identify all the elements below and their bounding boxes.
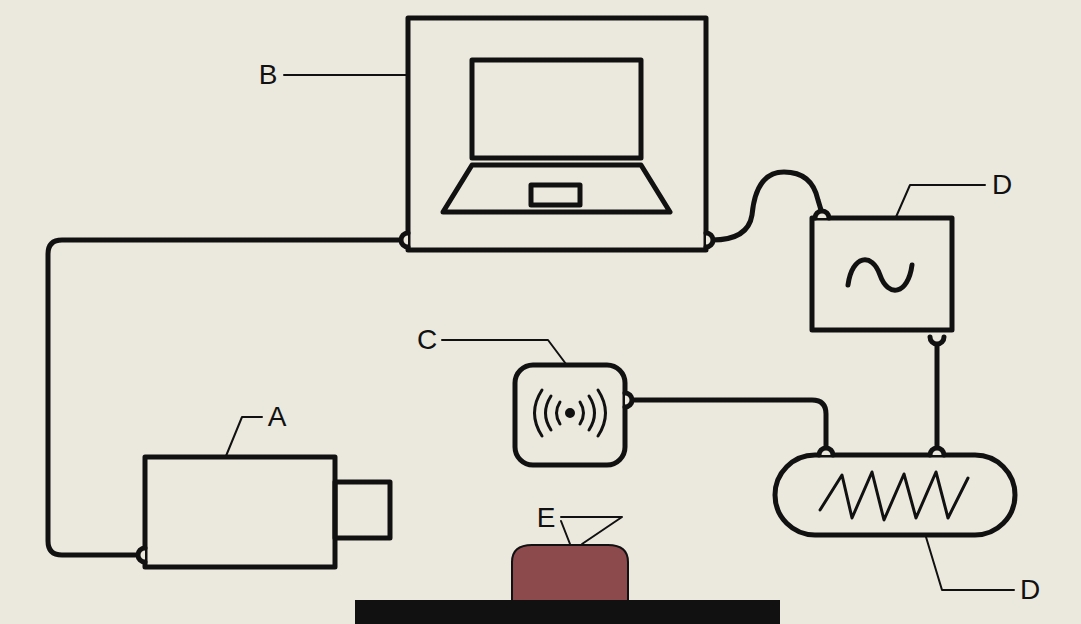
wave-symbol [535,390,606,436]
laptop-base [443,165,670,212]
laptop-screen [472,60,641,158]
callout-letter: D [1020,576,1040,604]
amplifier-cable [935,344,940,450]
camera-lens [335,482,390,538]
generator-cable [712,172,821,240]
sine-symbol [848,260,912,290]
leader-line [284,74,408,76]
port [706,233,713,247]
transducer-cable [630,400,826,450]
leader-lines [226,75,1014,590]
port [625,393,632,407]
port [138,548,145,562]
camera-cable [48,240,402,555]
callout-letter: A [268,403,287,431]
leader-line [926,537,1014,590]
platform [355,600,780,624]
laptop-touchpad [531,185,580,205]
transducer-dot [566,409,574,417]
function-generator [812,218,952,330]
callout-letter: C [417,326,437,354]
ultrasonic-transducer [515,365,625,465]
port [819,448,833,455]
sample [512,545,628,602]
leader-line [226,417,262,456]
leader-line [442,340,566,364]
leader-line [896,185,985,217]
port [930,448,944,455]
amplifier [775,455,1015,535]
port [815,211,829,218]
callout-letter: E [537,504,556,532]
callout-letter: B [259,61,278,89]
leader-line [561,517,622,544]
callout-letter: D [992,171,1012,199]
zigzag-symbol [820,472,968,520]
computer-box [408,18,706,250]
camera-body [145,457,335,567]
port [930,337,944,344]
port [401,233,408,247]
